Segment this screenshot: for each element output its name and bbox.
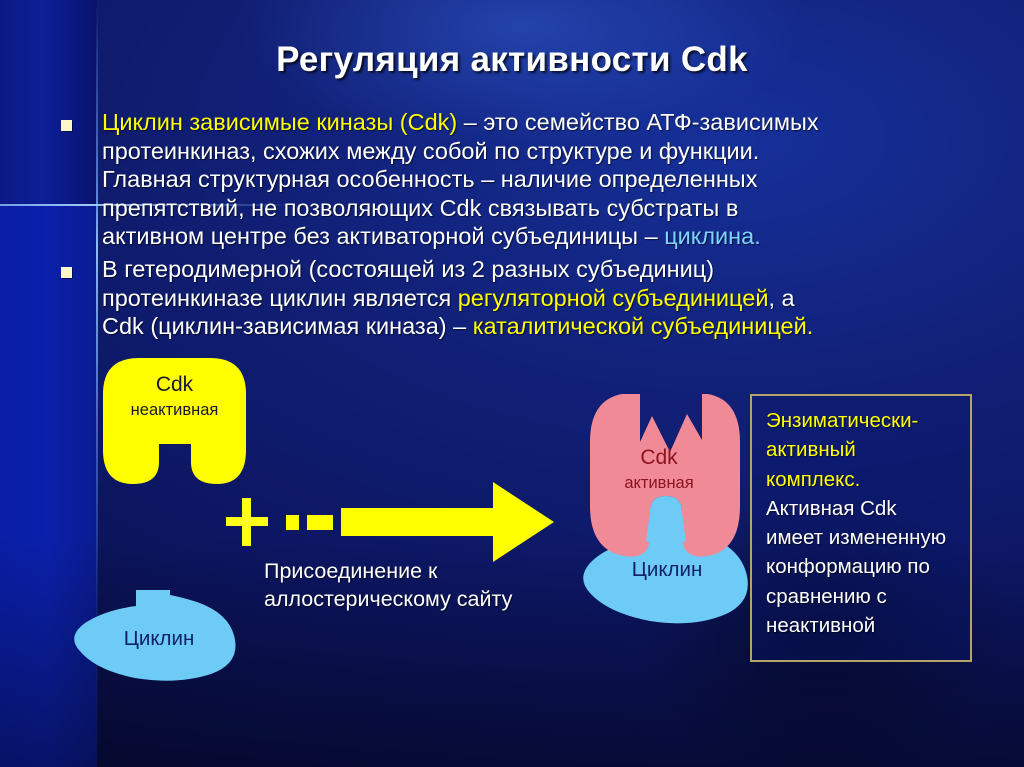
plus-icon [226,498,268,546]
bullet-line: препятствий, не позволяющих Cdk связыват… [102,194,995,223]
text-run: каталитической субъединицей. [472,313,814,340]
background-top-glow [140,0,900,190]
reaction-diagram: Cdk неактивная Циклин Присоединение к ал… [0,350,1024,690]
bullet-line: Циклин зависимые киназы (Cdk) – это семе… [102,108,995,137]
arrow-caption-line-2: аллостерическому сайту [264,587,513,611]
info-line: сравнению с [766,584,887,608]
bullet-text-2: В гетеродимерной (состоящей из 2 разных … [102,255,995,341]
text-run: циклина. [664,223,761,250]
info-line: имеет измененную [766,526,947,550]
text-run: регуляторной субъединицей [457,284,769,311]
text-run: – это семейство АТФ-зависимых [457,109,819,135]
text-run: Циклин зависимые киназы (Cdk) [102,109,458,135]
bullet-line: Cdk (циклин-зависимая киназа) – каталити… [102,312,995,341]
bullet-line: Главная структурная особенность – наличи… [102,165,995,194]
enzymatic-complex-textbox: Энзиматически- активный комплекс. Активн… [750,394,972,662]
cyclin-glyph [74,590,236,681]
info-line: Активная Cdk [766,496,897,520]
arrow-caption: Присоединение к аллостерическому сайту [264,557,584,613]
bullet-item-2: В гетеродимерной (состоящей из 2 разных … [55,255,995,341]
arrow-caption-line-1: Присоединение к [264,559,438,583]
info-line: Энзиматически- [766,409,919,432]
text-run: , а [768,284,795,311]
cyclin-shape: Циклин [73,590,245,682]
bullet-list: Циклин зависимые киназы (Cdk) – это семе… [55,108,995,345]
cdk-active-state: активная [624,474,694,492]
text-run: Cdk (циклин-зависимая киназа) – [102,313,473,340]
info-line: неактивной [766,614,876,638]
bullet-square-icon [61,266,72,278]
info-line: активный [766,438,856,462]
cdk-active-name: Cdk [640,446,678,469]
bullet-line: активном центре без активаторной субъеди… [102,222,995,251]
text-run: активном центре без активаторной субъеди… [102,223,665,250]
bullet-line: протеинкиназ, схожих между собой по стру… [102,137,995,166]
decorative-vertical-line [96,0,98,767]
cyclin-label: Циклин [123,627,195,650]
decorative-horizontal-line [0,204,300,206]
bullet-item-1: Циклин зависимые киназы (Cdk) – это семе… [55,108,995,251]
text-run: протеинкиназе циклин является [102,284,458,311]
bullet-line: В гетеродимерной (состоящей из 2 разных … [102,255,995,284]
text-run: В гетеродимерной (состоящей из 2 разных … [102,255,715,282]
bullet-square-icon [61,120,72,131]
text-run: протеинкиназ, схожих между собой по стру… [102,137,760,164]
arrow-dash-icon [286,515,299,530]
cdk-inactive-name: Cdk [155,373,194,396]
text-run: Главная структурная особенность – наличи… [102,166,758,193]
info-line: комплекс. [766,467,861,491]
bullet-line: протеинкиназе циклин является регуляторн… [102,284,995,313]
background-left-band-lower [0,205,97,767]
cdk-inactive-shape: Cdk неактивная [103,358,246,488]
arrow-dash-icon [307,515,333,530]
text-run: препятствий, не позволяющих Cdk связыват… [102,194,739,221]
reaction-arrow-icon [341,482,554,562]
cdk-inactive-glyph [103,358,246,484]
slide-title: Регуляция активности Cdk [276,40,748,79]
complex-cyclin-label: Циклин [631,558,703,581]
arrow-glyph [341,482,554,562]
active-complex-glyph [583,394,748,624]
bullet-text-1: Циклин зависимые киназы (Cdk) – это семе… [102,108,995,251]
info-line: конформацию по [766,555,930,579]
cdk-inactive-state: неактивная [130,401,219,419]
active-complex-shape: Cdk активная Циклин [582,390,752,635]
